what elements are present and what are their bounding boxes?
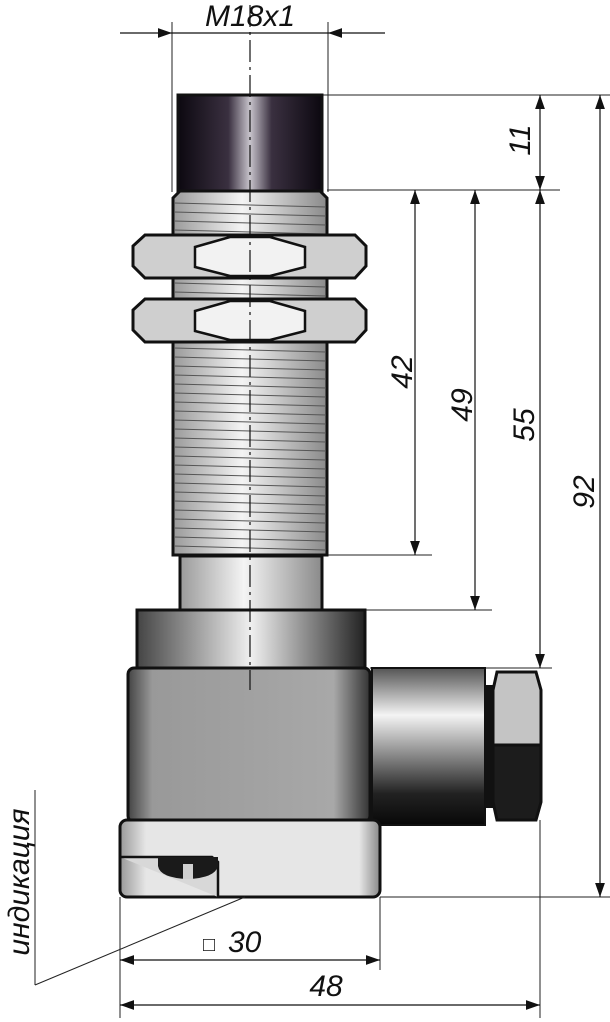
thread-line <box>173 491 327 497</box>
collar <box>135 608 367 670</box>
thread-line <box>173 419 327 425</box>
thread-line <box>173 383 327 389</box>
indicator-led <box>158 857 218 879</box>
dim-30: 30 <box>228 926 262 959</box>
indication-leader <box>34 790 246 986</box>
thread-line <box>173 211 327 217</box>
indication-label: индикация <box>3 808 36 955</box>
thread-line <box>173 202 327 208</box>
dim-49: 49 <box>446 388 479 422</box>
thread-line <box>173 482 327 488</box>
dim-55: 55 <box>508 408 541 442</box>
thread-line <box>173 455 327 461</box>
thread-line <box>173 374 327 380</box>
dimension-lines <box>120 28 605 1010</box>
dim-92: 92 <box>568 475 601 509</box>
square-symbol: □ <box>203 934 215 956</box>
housing <box>126 666 372 824</box>
dim-11: 11 <box>504 124 537 155</box>
thread-label: M18x1 <box>205 0 295 33</box>
cable-connector <box>371 667 493 826</box>
shaft <box>178 554 324 612</box>
thread-line <box>173 446 327 452</box>
cable-gland-nut <box>491 670 543 822</box>
sensor-cap <box>176 93 324 193</box>
dim-48: 48 <box>309 970 343 1003</box>
dim-42: 42 <box>386 355 419 389</box>
thread-line <box>173 410 327 416</box>
thread-line <box>173 347 327 353</box>
thread-line <box>173 518 327 524</box>
